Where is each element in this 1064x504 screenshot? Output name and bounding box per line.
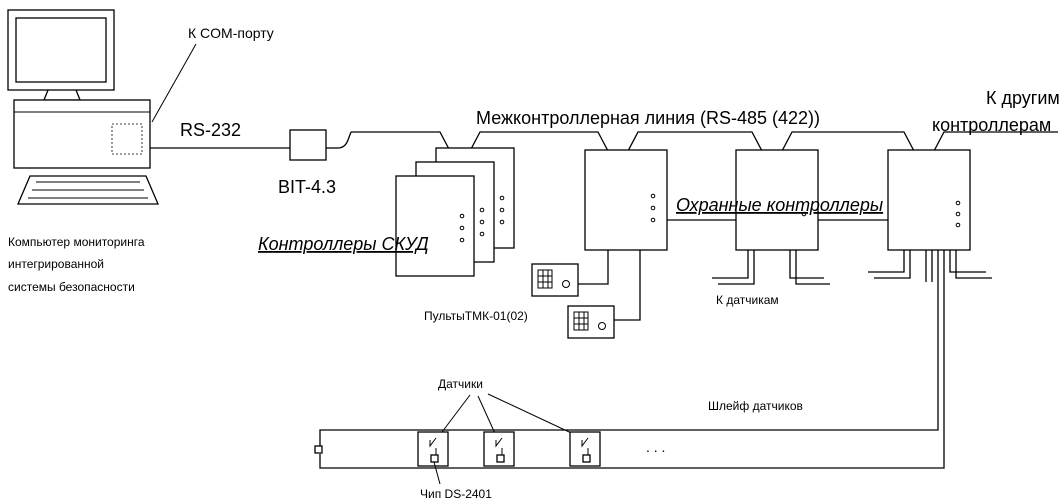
skud-controllers-label: Контроллеры СКУД [258, 234, 429, 254]
other-controllers-line-1: К другим [986, 88, 1060, 108]
ellipsis-label: . . . [646, 439, 665, 455]
sensor-loop-label: Шлейф датчиков [708, 399, 803, 413]
keypad-icon [531, 263, 579, 297]
pc-caption-line-1: Компьютер мониторинга [8, 235, 145, 249]
interline-label: Межконтроллерная линия (RS-485 (422)) [476, 108, 820, 128]
computer-monitor-icon [7, 9, 159, 205]
com-port-label: К COM-порту [188, 25, 274, 41]
pc-caption-line-2: интегрированной [8, 257, 104, 271]
controller-2 [584, 149, 668, 251]
controller-4 [887, 149, 971, 251]
other-controllers-line-2: контроллерам [932, 115, 1051, 135]
to-sensors-label: К датчикам [716, 293, 779, 307]
sensor-3 [569, 431, 601, 467]
chip-label: Чип DS-2401 [420, 487, 492, 501]
bit-label: BIT-4.3 [278, 177, 336, 197]
bit-converter [289, 129, 327, 161]
sensor-2 [483, 431, 515, 467]
controller-3 [735, 149, 819, 251]
sensors-label: Датчики [438, 377, 483, 391]
security-controllers-label: Охранные контроллеры [676, 195, 883, 215]
keypad-icon [567, 305, 615, 339]
skud-controllers [395, 147, 515, 277]
sensor-1 [417, 431, 449, 467]
pc-caption-line-3: системы безопасности [8, 280, 135, 294]
consoles-label: ПультыТМК-01(02) [424, 309, 528, 323]
rs232-label: RS-232 [180, 120, 241, 140]
